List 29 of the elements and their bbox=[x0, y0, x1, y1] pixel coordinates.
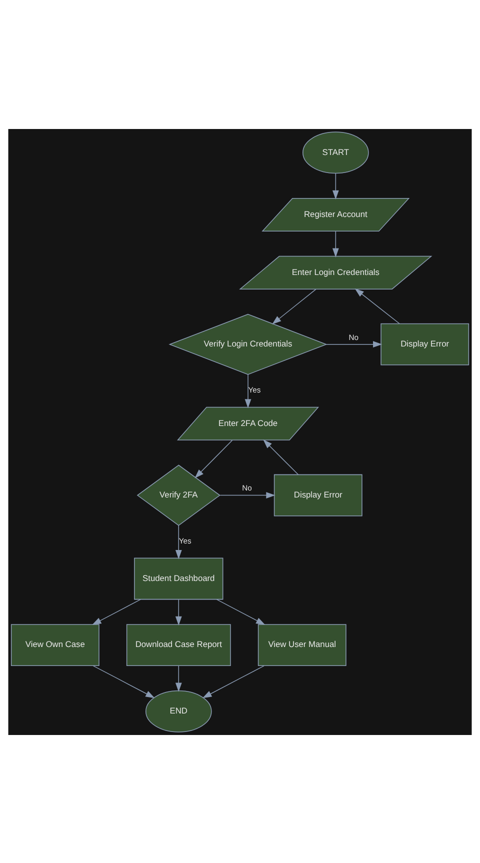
node-box: View Own Case bbox=[10, 624, 100, 666]
node-box: Display Error bbox=[380, 322, 470, 365]
node-ellipse: START bbox=[302, 131, 369, 174]
arrow bbox=[175, 524, 182, 559]
arrow bbox=[332, 230, 339, 257]
arrow bbox=[272, 288, 316, 324]
node-box: Download Case Report bbox=[126, 624, 231, 666]
edge-label: No bbox=[348, 332, 358, 342]
edge-label: No bbox=[242, 483, 252, 492]
arrow bbox=[175, 665, 182, 692]
arrow bbox=[202, 664, 264, 698]
node-diamond: Verify 2FA bbox=[136, 464, 220, 526]
arrow bbox=[326, 340, 382, 348]
node-box: Display Error bbox=[274, 474, 362, 516]
arrow bbox=[263, 438, 299, 475]
arrow bbox=[175, 598, 182, 626]
node-diamond: Verify Login Credentials bbox=[168, 313, 328, 374]
edge-label: Yes bbox=[178, 536, 192, 546]
arrow bbox=[332, 172, 339, 199]
arrow bbox=[244, 374, 252, 408]
arrow bbox=[354, 288, 400, 324]
arrow bbox=[216, 598, 266, 624]
node-box: View User Manual bbox=[258, 624, 346, 666]
edge-label: Yes bbox=[248, 385, 261, 394]
arrow bbox=[92, 664, 155, 698]
arrow bbox=[220, 492, 276, 498]
arrow bbox=[194, 439, 233, 478]
arrow bbox=[92, 598, 141, 624]
node-box: Student Dashboard bbox=[134, 557, 224, 600]
